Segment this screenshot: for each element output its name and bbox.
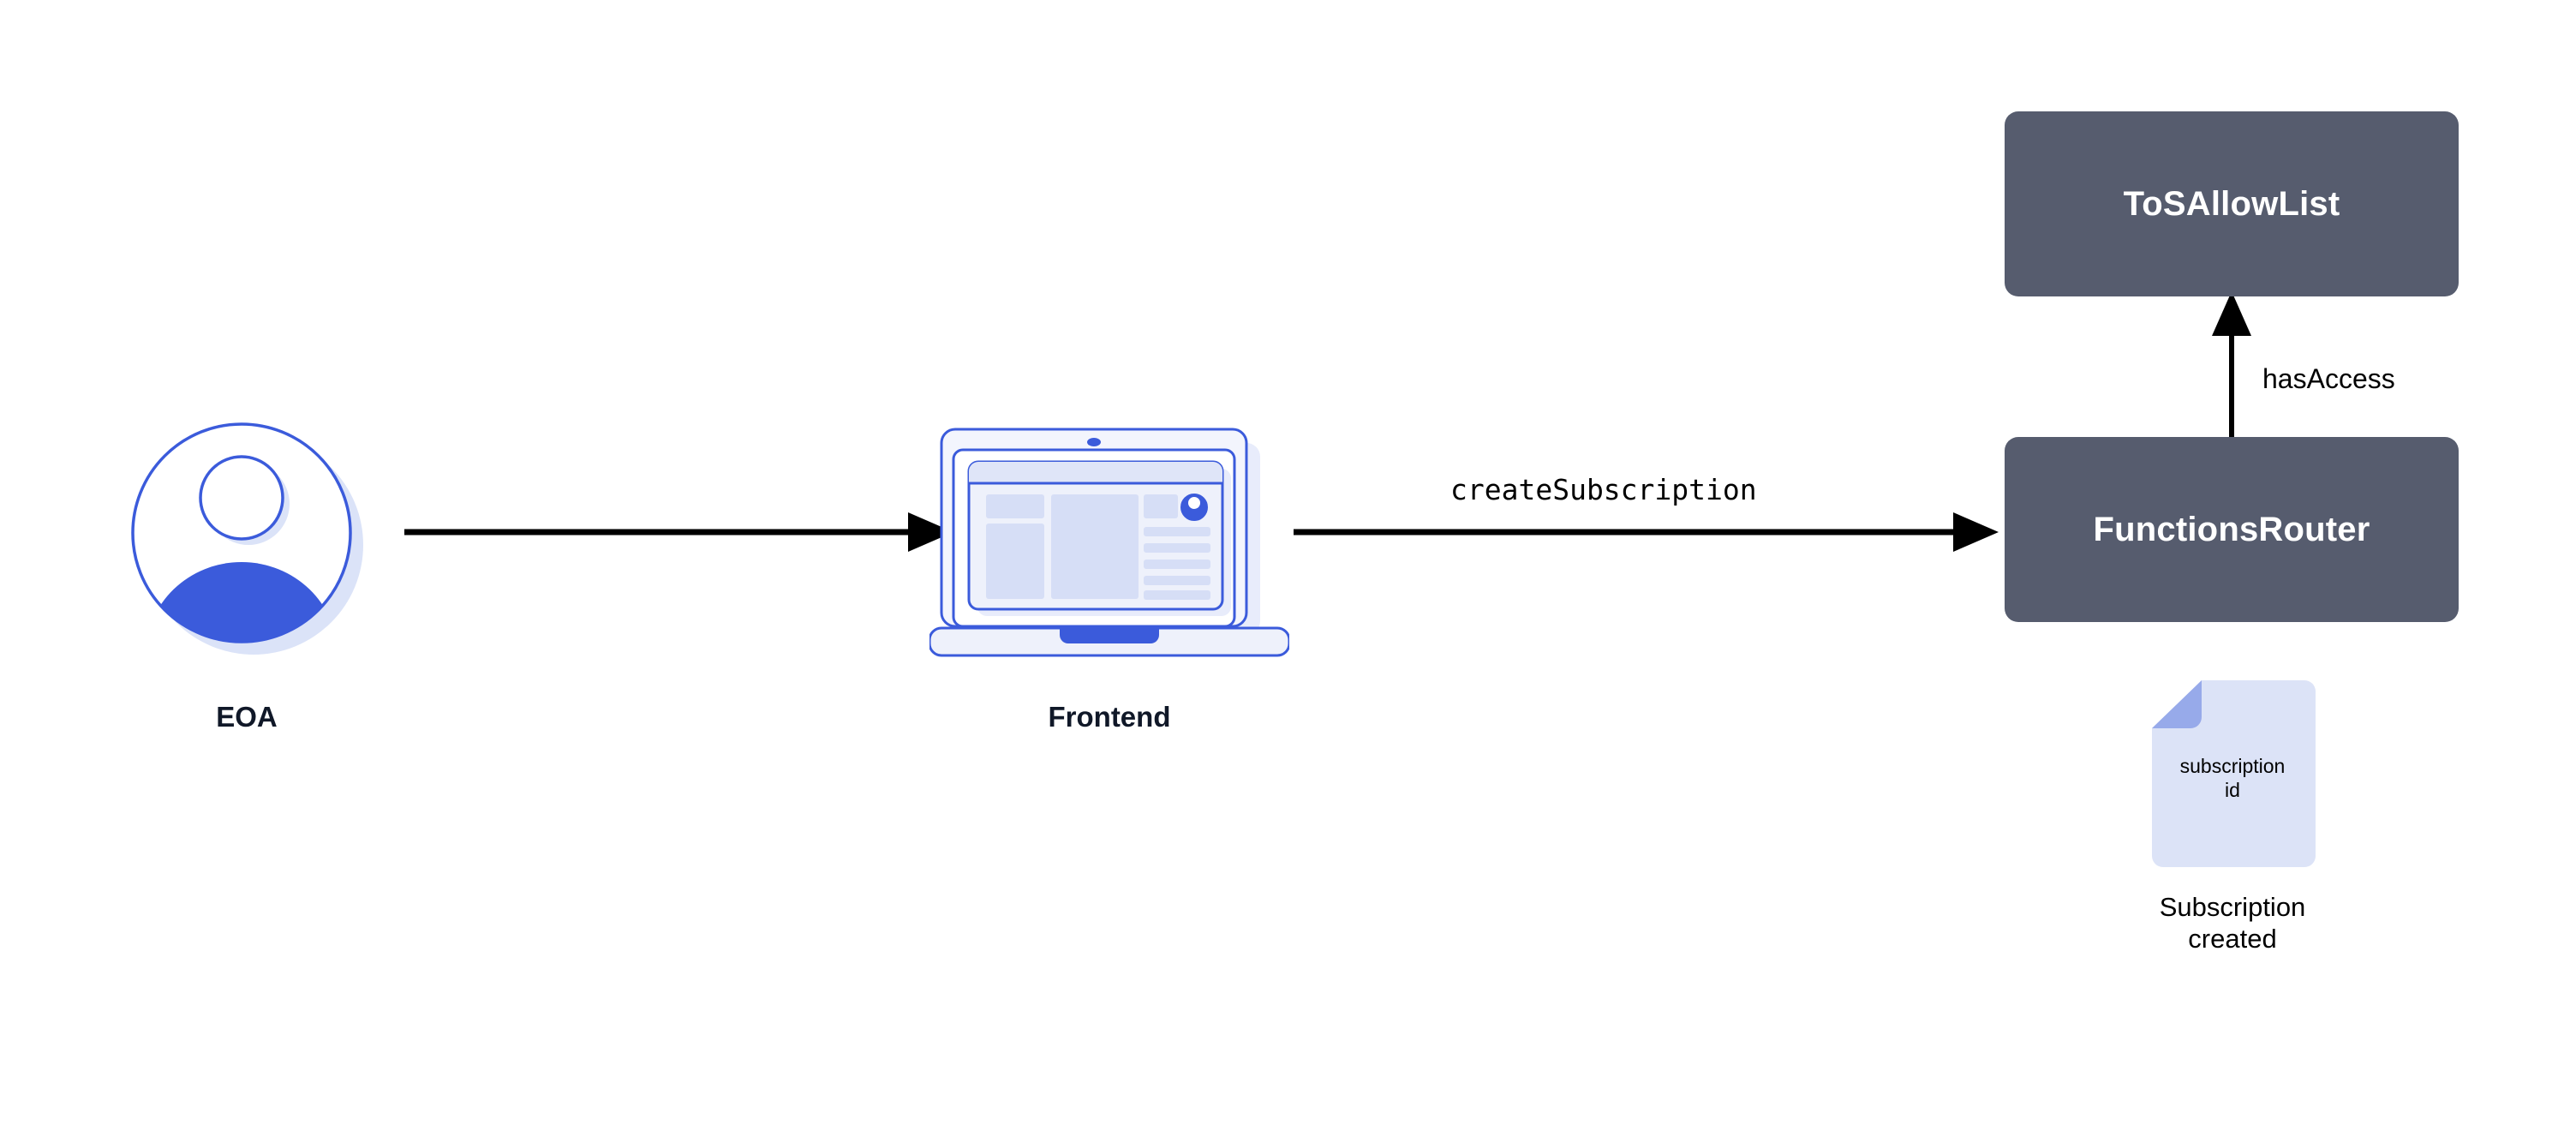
contract-box-tos-allowlist[interactable]: ToSAllowList xyxy=(2005,111,2459,296)
arrow-eoa-to-frontend xyxy=(404,512,953,552)
edge-label-has-access: hasAccess xyxy=(2262,363,2395,394)
subscription-created-caption: Subscription created xyxy=(2061,891,2404,954)
subscription-created-caption-line-1: Subscription xyxy=(2159,892,2306,922)
user-avatar-icon xyxy=(129,420,365,656)
eoa-label: EOA xyxy=(216,701,278,733)
laptop-icon xyxy=(928,424,1291,668)
arrow-frontend-to-functions-router xyxy=(1294,512,1999,552)
contract-box-functions-router-label: FunctionsRouter xyxy=(2093,511,2370,548)
subscription-created-caption-line-2: created xyxy=(2188,924,2277,954)
laptop-screen-avatar-icon xyxy=(1180,494,1208,521)
frontend-label: Frontend xyxy=(1048,701,1171,733)
document-icon: subscription id xyxy=(2149,679,2316,869)
arrow-functions-router-to-tos-allowlist xyxy=(2212,291,2251,439)
contract-box-tos-allowlist-label: ToSAllowList xyxy=(2123,185,2340,223)
contract-box-functions-router[interactable]: FunctionsRouter xyxy=(2005,437,2459,622)
edge-label-create-subscription: createSubscription xyxy=(1450,473,1757,506)
